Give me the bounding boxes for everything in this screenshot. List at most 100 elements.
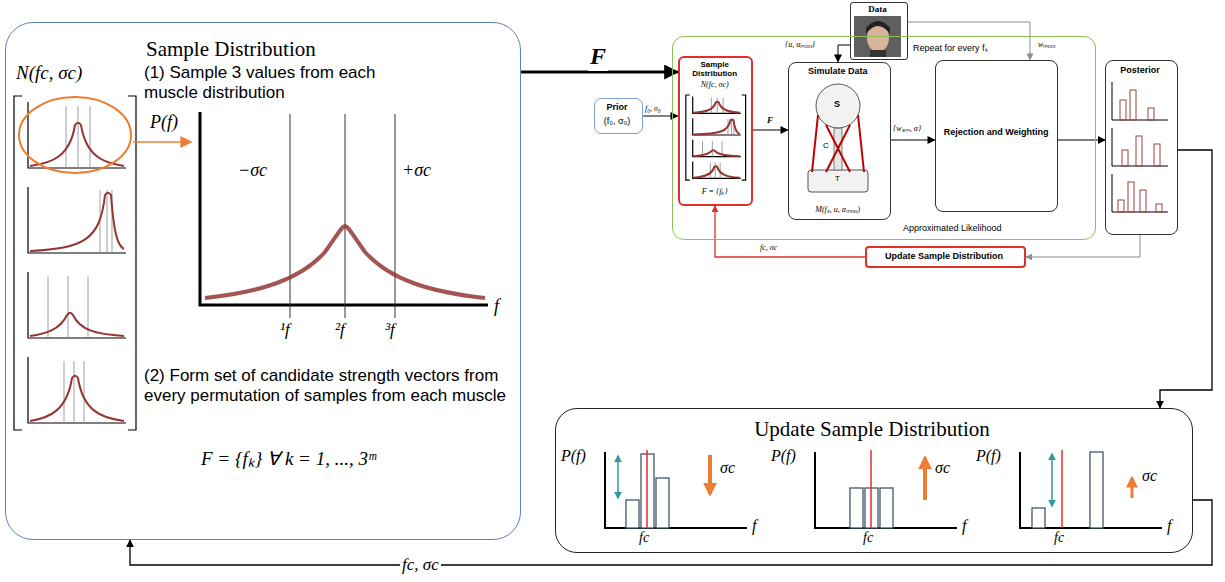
data-photo	[870, 50, 886, 57]
update-plot	[850, 488, 863, 528]
edge-label: fc, σc	[400, 555, 441, 575]
axis-label: f	[752, 516, 756, 535]
center-label: fc	[863, 530, 873, 547]
connector-arrow	[908, 22, 1030, 60]
update-plot	[626, 452, 1103, 528]
node-heading: Repeat for every fₖ	[913, 43, 1023, 54]
connector-arrow	[1026, 235, 1140, 257]
part-label: T	[835, 174, 840, 184]
neck-model	[812, 115, 864, 172]
connector-arrow	[1058, 140, 1105, 141]
zoom-highlight	[19, 97, 190, 173]
edge-label: F	[588, 42, 608, 71]
edge-label: {wₛᵢₘ, α}	[891, 124, 923, 134]
connector-arrow	[521, 71, 678, 74]
rejection-box: Rejection and Weighting	[935, 60, 1058, 212]
posterior-histograms	[1112, 82, 1168, 212]
axis-label: f	[1167, 516, 1171, 535]
connector-layer	[130, 22, 1212, 565]
distribution-plot	[205, 226, 485, 298]
node-heading: Sample Distribution	[682, 60, 748, 79]
sigma-label: σc	[1142, 466, 1157, 485]
node-text: F = {fₖ}	[682, 187, 748, 197]
node-heading: Prior	[595, 102, 639, 113]
edge-label: F	[765, 115, 775, 126]
neck-model	[808, 170, 868, 192]
update-plot	[923, 458, 927, 500]
sigma-label: +σc	[402, 160, 431, 182]
connector-arrow	[838, 45, 850, 62]
axis-label: P(f)	[561, 446, 586, 465]
node-text: F = {fₖ} ∀ k = 1, ..., 3ᵐ	[201, 448, 501, 471]
part-label: C	[823, 141, 829, 151]
posterior-histograms	[1120, 100, 1126, 120]
update-plot	[880, 488, 893, 528]
data-photo	[866, 21, 890, 34]
sample-label: ¹f	[280, 320, 290, 340]
connector-arrow	[1160, 150, 1212, 408]
connector-arrow	[753, 130, 788, 131]
zoom-highlight	[133, 141, 190, 143]
node-text: M(fₖ, u, αₘₑₐₛ)	[789, 205, 887, 215]
node-heading: Update Sample Distribution	[867, 251, 1021, 262]
edge-label: f₀, σ₀	[643, 104, 663, 114]
neck-model	[808, 84, 868, 192]
neck-model	[816, 84, 860, 128]
posterior-histograms	[1122, 150, 1128, 166]
center-label: fc	[639, 530, 649, 547]
mini-matrix	[686, 95, 746, 180]
posterior-histograms	[1112, 82, 1168, 212]
update-plot	[626, 500, 639, 528]
posterior-histograms	[1118, 200, 1124, 212]
distribution-label: N(fc, σc)	[16, 62, 82, 85]
update-panel: Update Sample Distribution	[555, 408, 1193, 553]
posterior-histograms	[1148, 108, 1154, 120]
prior-box: Prior (f₀, σ₀)	[594, 98, 643, 134]
connector-arrow	[130, 500, 1212, 565]
simulate-box: Simulate DataM(fₖ, u, αₘₑₐₛ)	[788, 62, 891, 220]
node-text: (2) Form set of candidate strength vecto…	[144, 366, 516, 407]
edge-label: wₘₑₐₛ	[1036, 40, 1057, 50]
update-plot	[1032, 508, 1045, 528]
posterior-histograms	[1156, 204, 1162, 212]
posterior-box: Posterior	[1105, 60, 1178, 235]
update-plot	[1131, 478, 1134, 498]
node-text: Approximated Likelihood	[903, 223, 1033, 234]
posterior-histograms	[1128, 182, 1134, 212]
axis-label: P(f)	[976, 446, 1001, 465]
sample-box: Sample DistributionN(fc, σc) F = {fₖ}	[678, 56, 753, 206]
axis-label: f	[962, 516, 966, 535]
axis-label: P(f)	[150, 112, 178, 134]
posterior-histograms	[1130, 90, 1136, 120]
sigma-label: σc	[720, 458, 735, 477]
distribution-plot	[200, 112, 488, 318]
node-text: N(fc, σc)	[682, 80, 748, 90]
distribution-plot	[200, 112, 488, 305]
distribution-plot	[290, 114, 395, 318]
node-text: (f₀, σ₀)	[595, 116, 639, 127]
posterior-histograms	[1140, 190, 1146, 212]
center-label: fc	[1054, 530, 1064, 547]
part-label: S	[834, 99, 840, 110]
update-plot	[617, 456, 619, 498]
node-heading: Update Sample Distribution	[556, 417, 1188, 442]
node-heading: Posterior	[1106, 65, 1174, 76]
posterior-histograms	[1154, 144, 1160, 166]
panel-box: Sample Distribution(1) Sample 3 values f…	[5, 22, 521, 540]
posterior-histograms	[1136, 136, 1142, 166]
node-text: (1) Sample 3 values from each muscle dis…	[144, 63, 434, 104]
node-heading: Sample Distribution	[146, 37, 406, 62]
update-plot	[708, 455, 712, 494]
loop-region: Repeat for every fₖ Approximated Likeliho…	[672, 36, 1096, 240]
edge-label: {u, αₘₑₐₛ}	[783, 40, 817, 50]
sigma-label: σc	[935, 458, 950, 477]
node-heading: Data	[851, 4, 904, 15]
axis-label: P(f)	[771, 446, 796, 465]
distribution-matrix	[14, 96, 136, 430]
sample-label: ²f	[335, 320, 345, 340]
connector-arrow	[891, 140, 935, 141]
update-plot	[656, 478, 669, 528]
sample-label: ³f	[385, 320, 395, 340]
update-plot	[605, 450, 1162, 528]
sigma-label: −σc	[238, 160, 267, 182]
